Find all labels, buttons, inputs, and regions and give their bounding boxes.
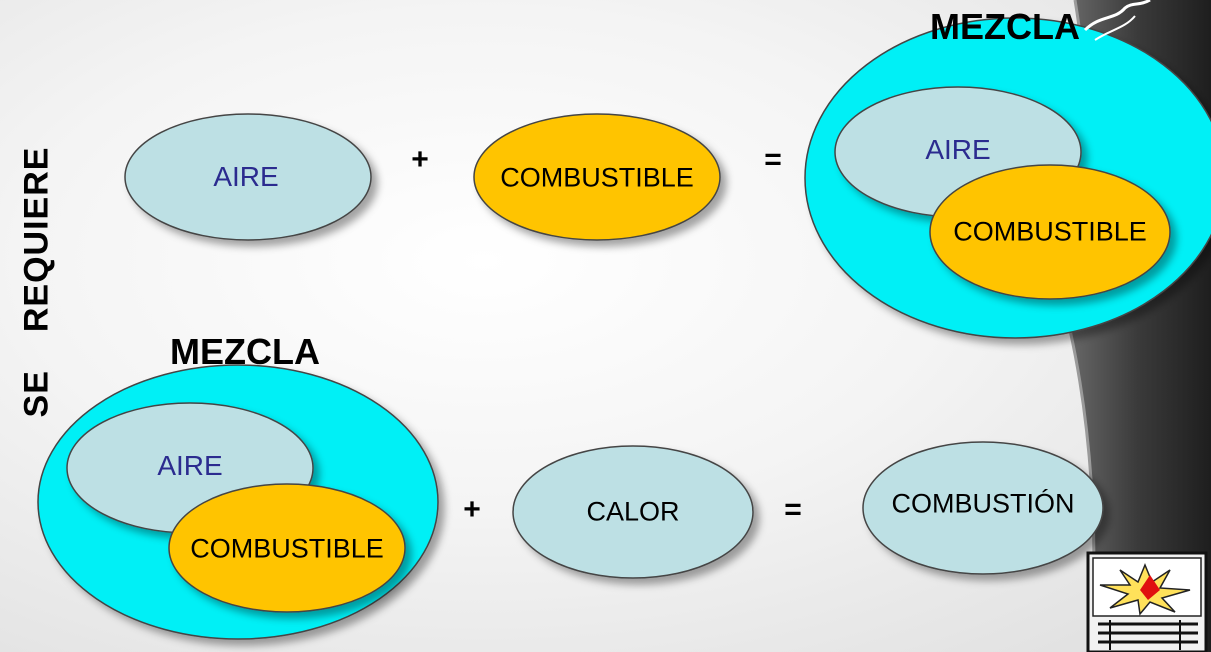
explosion-clipart-icon <box>1086 551 1208 652</box>
mezcla-title-top: MEZCLA <box>930 6 1080 47</box>
corner-sketch-icon <box>1083 0 1151 41</box>
combustible-label: COMBUSTIBLE <box>500 162 694 193</box>
plus-operator-bottom: + <box>463 493 481 526</box>
side-word-se: SE <box>17 370 56 418</box>
aire-label: AIRE <box>213 161 279 192</box>
mezcla-aire-label-bottom: AIRE <box>157 450 223 481</box>
mezcla-aire-label-top: AIRE <box>925 134 991 165</box>
combustible-ellipse <box>473 113 721 241</box>
side-word-requiere: REQUIERE <box>17 146 56 333</box>
mezcla-combustible-ellipse-top <box>929 164 1171 300</box>
calor-label: CALOR <box>586 496 680 527</box>
mezcla-title-bottom: MEZCLA <box>170 331 320 372</box>
side-text: SE REQUIERE <box>18 147 57 418</box>
equals-operator-top: = <box>764 143 782 176</box>
mezcla-combustible-label-bottom: COMBUSTIBLE <box>190 533 384 564</box>
plus-operator-top: + <box>411 143 429 176</box>
combustion-ellipse <box>862 441 1104 575</box>
mezcla-combustible-label-top: COMBUSTIBLE <box>953 216 1147 247</box>
calor-ellipse <box>512 445 754 579</box>
combustion-label: COMBUSTIÓN <box>891 488 1075 519</box>
mezcla-combustible-ellipse-bottom <box>168 483 406 613</box>
aire-ellipse <box>124 113 372 241</box>
equals-operator-bottom: = <box>784 493 802 526</box>
